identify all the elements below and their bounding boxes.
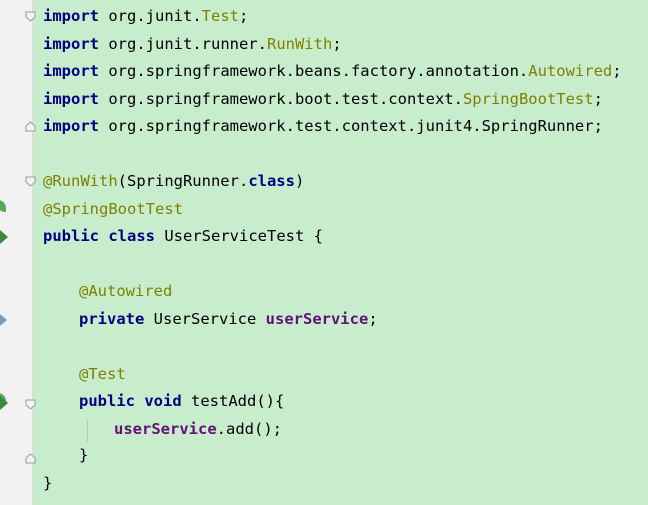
field-name: userService xyxy=(265,310,369,328)
semicolon: ; xyxy=(332,35,342,53)
class-declaration: UserServiceTest { xyxy=(155,227,323,245)
code-line-12[interactable]: public void testAdd(){ xyxy=(79,388,284,415)
imported-class: RunWith xyxy=(266,35,333,53)
method-declaration: testAdd(){ xyxy=(181,392,285,410)
keyword-import: import xyxy=(43,117,99,135)
code-line-8[interactable]: public class UserServiceTest { xyxy=(43,223,323,250)
indent-guide xyxy=(87,420,88,442)
keyword-public: public xyxy=(79,392,135,410)
code-line-5[interactable]: import org.springframework.test.context.… xyxy=(43,113,603,140)
editor-gutter[interactable] xyxy=(0,0,36,505)
closing-brace: } xyxy=(43,474,53,492)
code-line-14[interactable]: } xyxy=(79,442,88,469)
close-paren: ) xyxy=(294,172,305,190)
spring-bean-icon[interactable] xyxy=(0,200,6,212)
code-line-1[interactable]: import org.junit.Test; xyxy=(43,3,248,30)
imported-class: Autowired xyxy=(528,62,613,80)
imported-class: SpringBootTest xyxy=(462,90,594,108)
code-line-15[interactable]: } xyxy=(43,470,52,497)
method-call: .add(); xyxy=(216,420,282,438)
import-statement: org.springframework.test.context.junit4.… xyxy=(99,117,603,135)
annotation-args: (SpringRunner. xyxy=(117,172,249,190)
keyword-class: class xyxy=(248,172,295,190)
code-line-11[interactable]: @Test xyxy=(79,361,126,388)
code-line-10[interactable]: private UserService userService; xyxy=(79,306,378,333)
keyword-void: void xyxy=(144,392,182,410)
package-path: org.springframework.boot.test.context. xyxy=(99,90,463,108)
field-type: UserService xyxy=(144,310,266,328)
code-line-4[interactable]: import org.springframework.boot.test.con… xyxy=(43,86,603,113)
package-path: org.junit.runner. xyxy=(99,35,267,53)
keyword-import: import xyxy=(43,62,99,80)
fold-marker-icon[interactable] xyxy=(25,450,36,464)
fold-marker-icon[interactable] xyxy=(25,118,36,132)
annotation-springboottest: @SpringBootTest xyxy=(43,200,183,218)
semicolon: ; xyxy=(612,62,622,80)
fold-marker-icon[interactable] xyxy=(25,396,36,410)
code-line-9[interactable]: @Autowired xyxy=(79,278,172,305)
code-line-2[interactable]: import org.junit.runner.RunWith; xyxy=(43,31,342,58)
annotation-runwith: @RunWith xyxy=(43,172,118,190)
keyword-class: class xyxy=(108,227,156,245)
semicolon: ; xyxy=(368,310,378,328)
keyword-import: import xyxy=(43,35,99,53)
code-line-3[interactable]: import org.springframework.beans.factory… xyxy=(43,58,622,85)
keyword-import: import xyxy=(43,90,99,108)
fold-marker-icon[interactable] xyxy=(25,173,36,187)
run-test-icon[interactable] xyxy=(0,230,8,244)
code-line-7[interactable]: @SpringBootTest xyxy=(43,196,183,223)
annotation-autowired: @Autowired xyxy=(79,282,173,300)
imported-class: Test xyxy=(201,7,239,25)
code-line-13[interactable]: userService.add(); xyxy=(114,416,282,443)
code-line-6[interactable]: @RunWith(SpringRunner.class) xyxy=(43,168,304,195)
code-area[interactable]: import org.junit.Test; import org.junit.… xyxy=(43,0,648,505)
autowired-link-icon[interactable] xyxy=(0,314,7,326)
fold-marker-icon[interactable] xyxy=(25,8,36,22)
semicolon: ; xyxy=(238,7,249,25)
run-test-icon[interactable] xyxy=(0,396,8,410)
closing-brace: } xyxy=(79,446,89,464)
annotation-test: @Test xyxy=(79,365,126,383)
semicolon: ; xyxy=(593,90,603,108)
package-path: org.junit. xyxy=(99,7,202,25)
package-path: org.springframework.beans.factory.annota… xyxy=(99,62,529,80)
keyword-private: private xyxy=(79,310,145,328)
field-reference: userService xyxy=(114,420,217,438)
keyword-public: public xyxy=(43,227,99,245)
keyword-import: import xyxy=(43,7,99,25)
